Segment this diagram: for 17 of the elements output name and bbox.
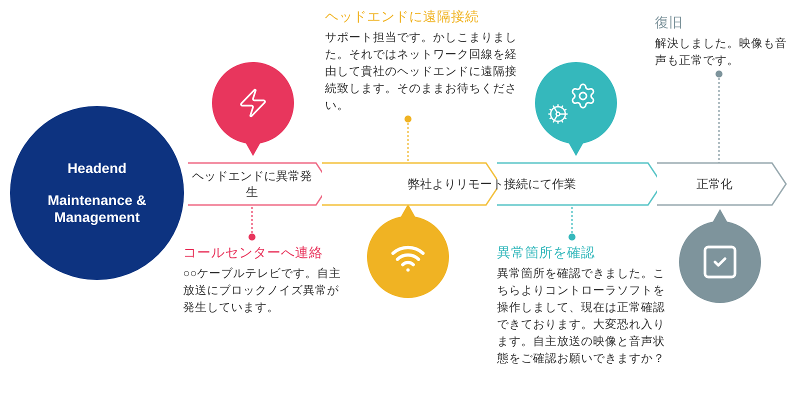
callout-text: ○○ケーブルテレビです。自主放送にブロックノイズ異常が発生しています。 <box>183 266 342 316</box>
leader-line <box>568 205 576 240</box>
callout-text: 異常箇所を確認できました。こちらよりコントローラソフトを操作しまして、現在は正常確認できております。大変恐れ入ります。自主放送の映像と音声状態をご確認お願いできますか？ <box>497 266 666 367</box>
step-label: 正常化 <box>696 176 732 192</box>
circle-heading: Headend <box>67 160 127 176</box>
callout-heading: 復旧 <box>655 14 684 32</box>
step-label: 弊社よりリモート接続にて作業 <box>408 176 576 192</box>
callout-heading: 異常箇所を確認 <box>497 244 596 262</box>
step-label: ヘッドエンドに異常発生 <box>191 168 313 200</box>
leader-line <box>248 205 256 240</box>
callout-text: サポート担当です。かしこまりました。それではネットワーク回線を経由して貴社のヘッドエンドに遠隔接続致します。そのままお待ちください。 <box>325 30 518 114</box>
callout-heading: コールセンターへ連絡 <box>183 244 324 262</box>
leader-line <box>404 116 412 163</box>
circle-title: Maintenance & Management <box>46 192 148 226</box>
callout-text: 解決しました。映像も音声も正常です。 <box>655 36 788 69</box>
leader-line <box>716 70 722 163</box>
callout-heading: ヘッドエンドに遠隔接続 <box>325 8 480 26</box>
